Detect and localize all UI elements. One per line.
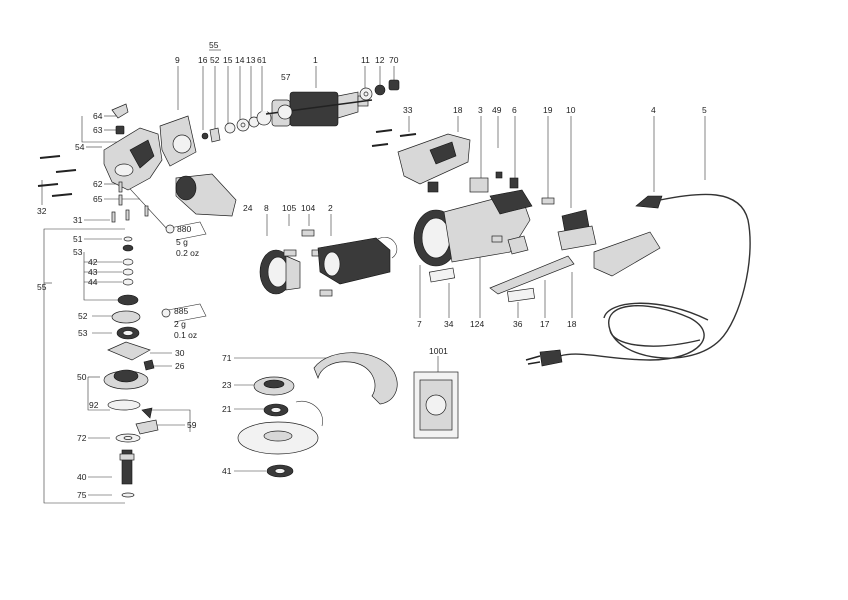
- grease-885-amount: 2 g: [174, 319, 186, 329]
- callout-53-bottom: 53: [78, 328, 88, 338]
- callout-36: 36: [513, 319, 523, 329]
- callout-8: 8: [264, 203, 269, 213]
- callout-44: 44: [88, 277, 98, 287]
- callout-75: 75: [77, 490, 87, 500]
- callout-3: 3: [478, 105, 483, 115]
- callout-15: 15: [223, 55, 233, 65]
- callout-labels: 1 2 3 4 5 6 7 8 9 10 11 12 70 16 52 15 1…: [37, 40, 707, 500]
- callout-71: 71: [222, 353, 232, 363]
- callout-55-top: 55: [209, 40, 219, 50]
- callout-32: 32: [37, 206, 47, 216]
- callout-124: 124: [470, 319, 484, 329]
- callout-49: 49: [492, 105, 502, 115]
- callout-52-top: 52: [210, 55, 220, 65]
- callout-1001: 1001: [429, 346, 448, 356]
- grease-880-oz: 0.2 oz: [176, 248, 199, 258]
- callout-7: 7: [417, 319, 422, 329]
- callout-62: 62: [93, 179, 103, 189]
- callout-43: 43: [88, 267, 98, 277]
- callout-17: 17: [540, 319, 550, 329]
- callout-51: 51: [73, 234, 83, 244]
- callout-64: 64: [93, 111, 103, 121]
- callout-40: 40: [77, 472, 87, 482]
- callout-4: 4: [651, 105, 656, 115]
- callout-105: 105: [282, 203, 296, 213]
- callout-26: 26: [175, 361, 185, 371]
- part-drawings: [37, 79, 751, 498]
- callout-18-bottom: 18: [567, 319, 577, 329]
- callout-6: 6: [512, 105, 517, 115]
- callout-14: 14: [235, 55, 245, 65]
- callout-19: 19: [543, 105, 553, 115]
- callout-53-top: 53: [73, 247, 83, 257]
- callout-61: 61: [257, 55, 267, 65]
- callout-50: 50: [77, 372, 87, 382]
- callout-16: 16: [198, 55, 208, 65]
- callout-57: 57: [281, 72, 291, 82]
- callout-54: 54: [75, 142, 85, 152]
- grease-885-code: 885: [174, 306, 188, 316]
- callout-52-bottom: 52: [78, 311, 88, 321]
- callout-10: 10: [566, 105, 576, 115]
- callout-104: 104: [301, 203, 315, 213]
- grease-880-amount: 5 g: [176, 237, 188, 247]
- callout-42: 42: [88, 257, 98, 267]
- callout-92: 92: [89, 400, 99, 410]
- callout-55-left: 55: [37, 282, 47, 292]
- callout-9: 9: [175, 55, 180, 65]
- callout-5: 5: [702, 105, 707, 115]
- callout-13: 13: [246, 55, 256, 65]
- callout-21: 21: [222, 404, 232, 414]
- callout-30: 30: [175, 348, 185, 358]
- callout-59: 59: [187, 420, 197, 430]
- callout-11: 11: [361, 55, 370, 65]
- callout-63: 63: [93, 125, 103, 135]
- callout-41: 41: [222, 466, 232, 476]
- callout-23: 23: [222, 380, 232, 390]
- callout-12: 12: [375, 55, 385, 65]
- callout-33: 33: [403, 105, 413, 115]
- callout-18-top: 18: [453, 105, 463, 115]
- callout-2: 2: [328, 203, 333, 213]
- callout-1: 1: [313, 55, 318, 65]
- callout-65: 65: [93, 194, 103, 204]
- callout-34: 34: [444, 319, 454, 329]
- callout-70: 70: [389, 55, 399, 65]
- grease-880-code: 880: [177, 224, 191, 234]
- callout-24: 24: [243, 203, 253, 213]
- callout-72: 72: [77, 433, 87, 443]
- callout-31: 31: [73, 215, 83, 225]
- grease-885-oz: 0.1 oz: [174, 330, 197, 340]
